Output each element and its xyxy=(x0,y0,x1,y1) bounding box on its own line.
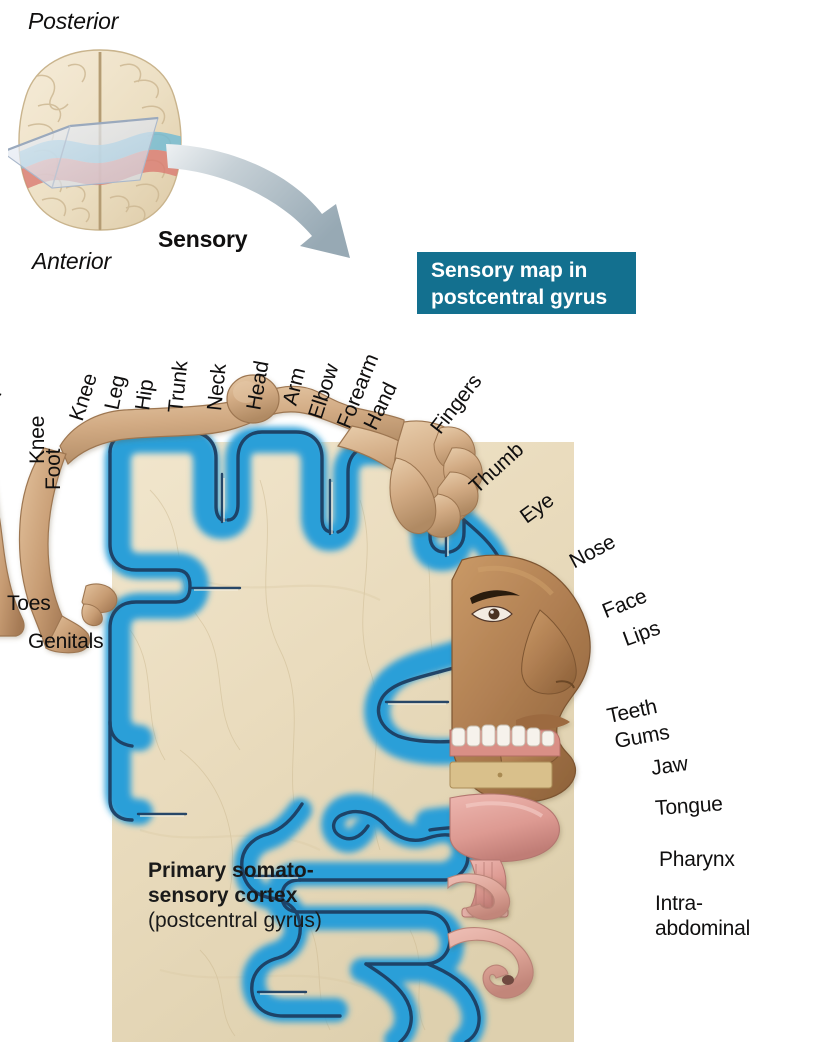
pointer-arrow xyxy=(150,120,430,270)
cutting-plane xyxy=(8,116,159,189)
somatosensory-homunculus-illustration xyxy=(0,330,826,1042)
body-part-label-foot: Foot xyxy=(42,448,65,490)
body-part-label-toes: Toes xyxy=(7,592,51,615)
caption-line-3: (postcentral gyrus) xyxy=(148,909,322,932)
body-part-label-abdominal: abdominal xyxy=(655,917,751,940)
caption-line-1: Primary somato- xyxy=(148,859,314,882)
body-part-label-genitals: Genitals xyxy=(28,630,104,653)
title-line-1: Sensory map in xyxy=(431,259,588,282)
primary-somatosensory-cortex-caption: Primary somato- sensory cortex (postcent… xyxy=(148,858,378,933)
body-part-label-hip: Hip xyxy=(131,378,159,412)
body-part-label-jaw: Jaw xyxy=(649,752,690,781)
body-part-label-neck: Neck xyxy=(203,362,231,412)
sensory-map-title-box: Sensory map in postcentral gyrus xyxy=(417,252,636,314)
caption-line-2: sensory cortex xyxy=(148,884,298,907)
body-part-label-pharynx: Pharynx xyxy=(659,848,735,871)
body-part-label-intra: Intra- xyxy=(655,892,703,915)
brain-superior-view-illustration xyxy=(8,48,198,233)
label-posterior: Posterior xyxy=(28,8,119,34)
label-anterior: Anterior xyxy=(32,248,111,274)
label-sensory: Sensory xyxy=(158,226,248,252)
title-line-2: postcentral gyrus xyxy=(431,286,608,309)
body-part-label-tongue: Tongue xyxy=(654,792,724,821)
